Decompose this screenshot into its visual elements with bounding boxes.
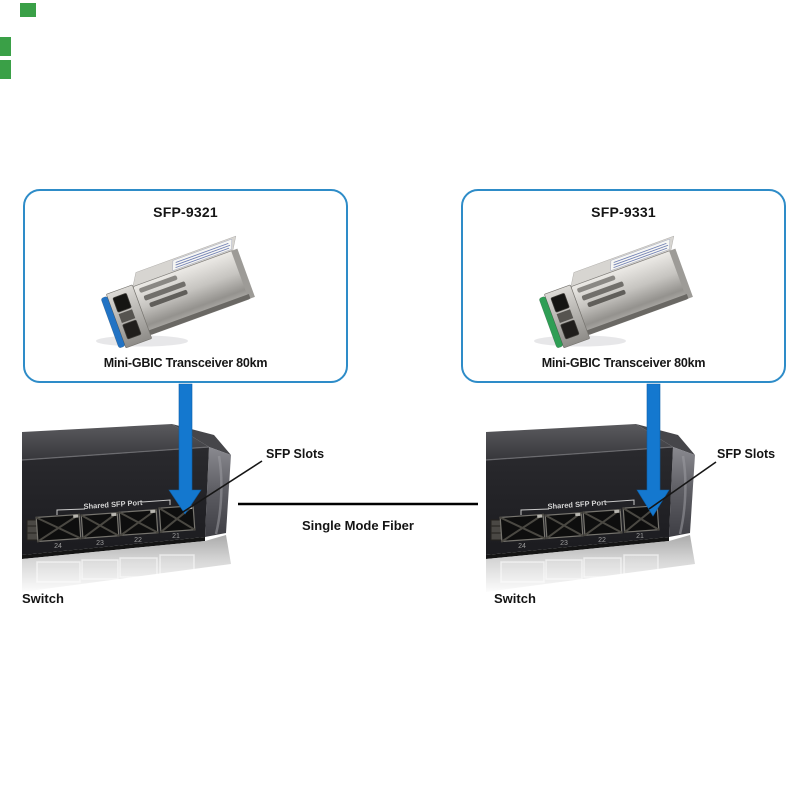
latch-clip	[539, 296, 563, 348]
sfp-port-23	[80, 511, 120, 540]
sfp-port-row: 24 23 22 21	[490, 504, 660, 550]
port-number: 21	[172, 533, 180, 540]
port-number: 22	[134, 537, 142, 544]
sfp-transceiver-image	[96, 235, 255, 348]
port-number: 24	[518, 543, 526, 550]
card-title: SFP-9331	[591, 204, 656, 220]
port-number: 23	[96, 540, 104, 547]
card-caption: Mini-GBIC Transceiver 80km	[541, 356, 706, 370]
port-number: 24	[54, 543, 62, 550]
switch-reflection	[22, 535, 231, 592]
corner-mark	[0, 60, 11, 79]
sfp-port-24	[35, 513, 82, 543]
sfp-slots-label-right: SFP Slots	[717, 447, 776, 461]
shared-sfp-port-label: Shared SFP Port	[547, 498, 607, 511]
card-title: SFP-9321	[153, 204, 218, 220]
corner-marks	[0, 3, 36, 79]
sfp-port-24	[499, 513, 546, 543]
module-label	[610, 238, 671, 271]
switch-right-illustration: Shared SFP Port	[486, 424, 695, 592]
sfp-port-22	[118, 508, 159, 537]
switch-label-right: Switch	[494, 591, 536, 606]
sfp-port-23	[544, 511, 584, 540]
sfp-port-22	[582, 508, 623, 537]
switch-left-illustration: Shared SFP Port	[22, 424, 231, 592]
card-sfp-9321: SFP-9321	[23, 189, 348, 383]
sfp-port-row: 24 23 22 21	[26, 504, 196, 550]
switch-label-left: Switch	[22, 591, 64, 606]
sfp-transceiver-image	[534, 235, 693, 348]
shared-sfp-port-label-group: Shared SFP Port	[520, 498, 635, 515]
port-number: 22	[598, 537, 606, 544]
sfp-port-21	[158, 504, 196, 534]
module-label	[172, 238, 233, 271]
card-caption: Mini-GBIC Transceiver 80km	[103, 356, 268, 370]
sfp-port-21	[622, 504, 660, 534]
card-sfp-9331: SFP-9331	[461, 189, 786, 383]
corner-mark	[20, 3, 36, 17]
sfp-slots-label-left: SFP Slots	[266, 447, 325, 461]
shared-sfp-port-label: Shared SFP Port	[83, 498, 143, 511]
corner-mark	[0, 37, 11, 56]
switch-reflection	[486, 535, 695, 592]
port-number: 21	[636, 533, 644, 540]
single-mode-fiber-label: Single Mode Fiber	[302, 518, 414, 533]
latch-clip	[101, 296, 125, 348]
port-number: 23	[560, 540, 568, 547]
